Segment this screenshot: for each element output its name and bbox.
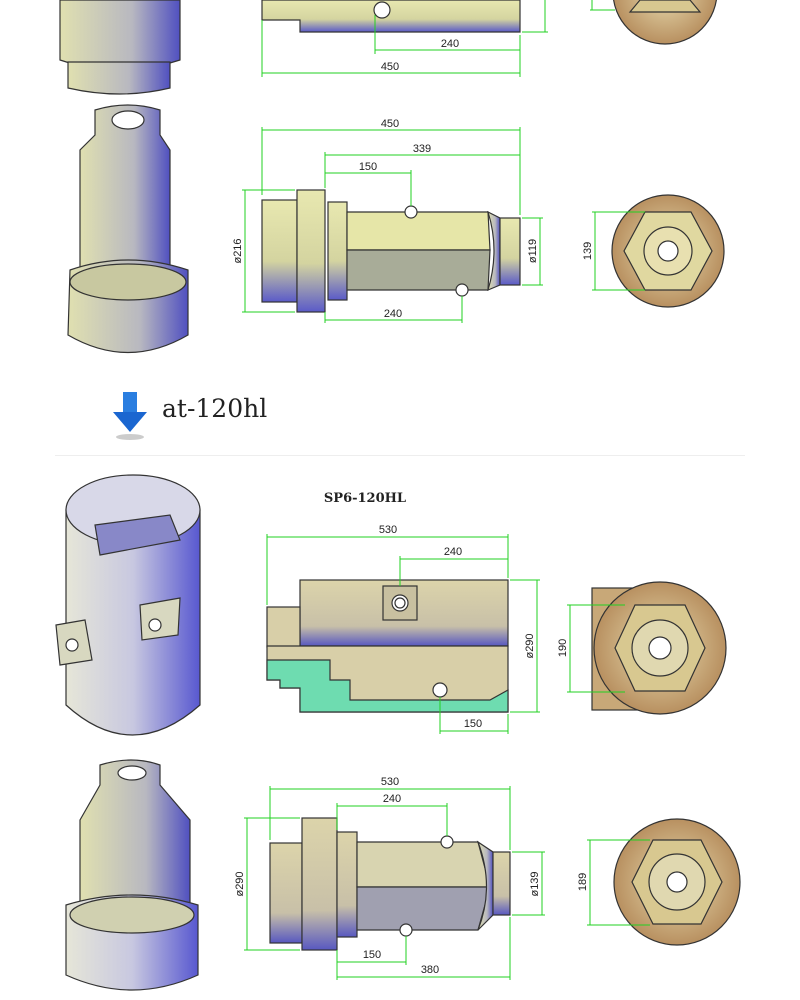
dim-label: 240: [444, 546, 462, 558]
dim-label: 189: [577, 873, 589, 891]
bottom-shaft-drawing: 530 240 ø290 ø139 150 380: [234, 776, 545, 980]
bottom-housing-end-view: 190: [557, 581, 727, 715]
dim-label: ø119: [527, 239, 539, 263]
top-shaft-end-view: 139: [582, 194, 725, 308]
dim-label: ø139: [529, 871, 541, 896]
top-shaft-drawing: 450 339 150 ø216 ø119 240: [232, 118, 543, 323]
dim-label: 150: [359, 161, 377, 173]
dim-label: 530: [379, 524, 397, 536]
shaft-3d-bottom: [65, 759, 199, 991]
top-housing-end-view: [590, 0, 717, 45]
dim-label: ø216: [232, 238, 244, 263]
dim-label: ø290: [234, 871, 246, 896]
dim-label: 380: [421, 964, 439, 976]
dim-label: ø290: [524, 633, 536, 658]
section-divider: [55, 455, 745, 456]
dim-label: 139: [582, 242, 594, 260]
dim-label: 240: [441, 38, 459, 50]
dim-label: 150: [363, 949, 381, 961]
dim-label: 339: [413, 143, 431, 155]
shaft-3d-top: [67, 104, 189, 354]
dim-label: 240: [383, 793, 401, 805]
housing-3d-top: [59, 0, 181, 95]
dim-label: 190: [557, 639, 569, 657]
bottom-shaft-end-view: 189: [577, 818, 741, 946]
section-header-label: at-120hl: [162, 394, 268, 423]
housing-3d-bottom: [55, 474, 201, 736]
down-arrow-icon: [113, 392, 147, 440]
dim-label: 240: [384, 308, 402, 320]
dim-label: 450: [381, 118, 399, 130]
model-title: SP6-120HL: [324, 491, 406, 506]
dim-label: 450: [381, 61, 399, 73]
dim-label: 530: [381, 776, 399, 788]
dim-label: 150: [464, 718, 482, 730]
bottom-housing-drawing: 530 240 ø290 150: [266, 524, 540, 734]
top-housing-drawing: 240 450: [261, 0, 548, 77]
